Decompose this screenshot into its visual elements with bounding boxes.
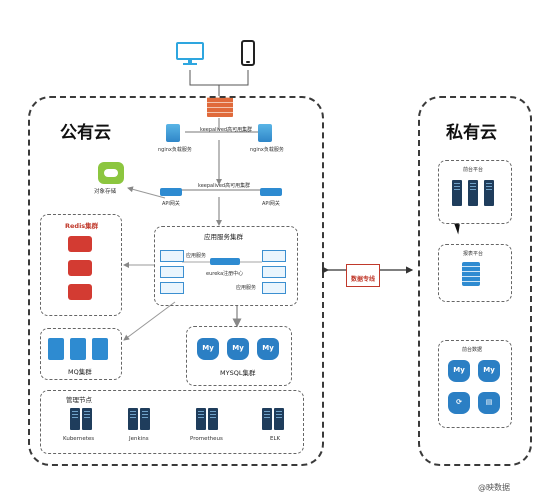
- app-service-label-left: 应用服务: [186, 253, 207, 259]
- app-cluster-box: [154, 226, 298, 306]
- data-group-box: [438, 340, 512, 428]
- kubernetes-server-icon-2: [82, 408, 92, 430]
- data-link-badge: 数据专线: [346, 264, 381, 287]
- redis-node-icon-2: [68, 260, 92, 276]
- nginx-label-right: nginx负载服务: [250, 147, 284, 153]
- api-gateway-label-left: API网关: [162, 201, 180, 207]
- load-balancer-top: keepalived高可用集群 nginx负载服务 nginx负载服务: [158, 124, 284, 154]
- app-service-node-1: [160, 250, 184, 262]
- private-cloud-title: 私有云: [446, 123, 497, 143]
- elk-server-icon-2: [274, 408, 284, 430]
- app-service-node-6: [262, 282, 286, 294]
- mysql-db-icon-2: My: [227, 338, 249, 360]
- jenkins-server-icon: [128, 408, 138, 430]
- nginx-server-icon-right: [258, 124, 272, 142]
- private-file-icon: ▤: [478, 392, 500, 414]
- object-storage-icon: [98, 162, 124, 184]
- platform-box-1: [438, 160, 512, 224]
- platform-2-server-icon: [462, 262, 480, 286]
- mysql-db-icon-3: My: [257, 338, 279, 360]
- api-gateway-icon-right: [260, 188, 282, 196]
- mq-node-icon-1: [48, 338, 64, 360]
- management-nodes-box: [40, 390, 304, 454]
- firewall-icon: [207, 97, 233, 117]
- api-gateway-label-right: API网关: [262, 201, 280, 207]
- app-service-label-right: 应用服务: [236, 285, 257, 291]
- mq-cluster-box: [40, 328, 122, 380]
- keepalived-label-gateway: keepalived高可用集群: [198, 183, 251, 189]
- mgmt-item-kubernetes: Kubernetes: [63, 436, 95, 442]
- kubernetes-server-icon: [70, 408, 80, 430]
- jenkins-server-icon-2: [140, 408, 150, 430]
- app-cluster-label: 应用服务集群: [204, 233, 243, 241]
- object-storage-label: 对象存储: [94, 189, 117, 195]
- redis-node-icon-1: [68, 236, 92, 252]
- platform-label-2: 报表平台: [463, 251, 484, 257]
- private-db-icon-1: My: [448, 360, 470, 382]
- private-sync-icon: ⟳: [448, 392, 470, 414]
- watermark: @映数据: [478, 483, 510, 492]
- registry-icon: [210, 258, 240, 265]
- redis-cluster-box: [40, 214, 122, 316]
- mobile-phone-icon: [241, 40, 255, 66]
- prometheus-server-icon: [196, 408, 206, 430]
- app-service-node-2: [160, 266, 184, 278]
- mysql-cluster-label: MYSQL集群: [220, 369, 256, 377]
- nginx-label-left: nginx负载服务: [158, 147, 192, 153]
- mq-cluster-label: MQ集群: [68, 368, 92, 376]
- platform-1-server-icon-1: [452, 180, 462, 206]
- mysql-cluster-box: [186, 326, 292, 386]
- public-cloud-boundary: [28, 96, 324, 466]
- monitor-icon: [176, 42, 204, 65]
- redis-node-icon-3: [68, 284, 92, 300]
- data-link-label: 数据专线: [351, 276, 376, 283]
- api-gateway-icon-left: [160, 188, 182, 196]
- mgmt-item-elk: ELK: [270, 436, 281, 442]
- management-nodes-title: 管理节点: [66, 396, 92, 404]
- prometheus-server-icon-2: [208, 408, 218, 430]
- platform-1-server-icon-2: [468, 180, 478, 206]
- elk-server-icon: [262, 408, 272, 430]
- private-cloud-boundary: [418, 96, 532, 466]
- mgmt-item-jenkins: Jenkins: [129, 436, 149, 442]
- keepalived-label-top: keepalived高可用集群: [200, 127, 253, 133]
- redis-cluster-label: Redis集群: [65, 222, 99, 230]
- platform-label-1: 前台平台: [463, 167, 484, 173]
- mq-node-icon-2: [70, 338, 86, 360]
- registry-label: eureka注册中心: [206, 271, 244, 277]
- platform-1-server-icon-3: [484, 180, 494, 206]
- platform-box-2: [438, 244, 512, 302]
- mq-node-icon-3: [92, 338, 108, 360]
- private-db-icon-2: My: [478, 360, 500, 382]
- mgmt-item-prometheus: Prometheus: [190, 436, 223, 442]
- app-service-node-5: [262, 266, 286, 278]
- nginx-server-icon-left: [166, 124, 180, 142]
- api-gateway-group: keepalived高可用集群 API网关 API网关: [156, 182, 282, 210]
- mysql-db-icon-1: My: [197, 338, 219, 360]
- data-group-label: 前台数据: [462, 347, 483, 353]
- app-service-node-4: [262, 250, 286, 262]
- app-service-node-3: [160, 282, 184, 294]
- public-cloud-title: 公有云: [60, 123, 111, 143]
